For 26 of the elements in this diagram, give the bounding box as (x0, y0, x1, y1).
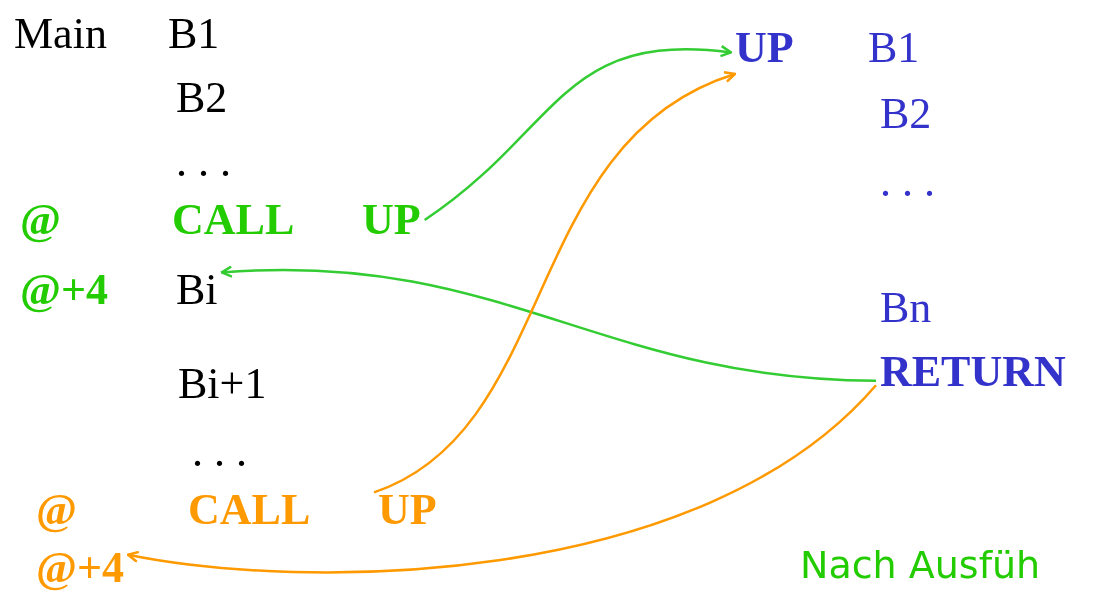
ellipsis: . . . (192, 430, 247, 474)
address-label: @ (20, 198, 61, 242)
return-address: @+4 (36, 546, 124, 590)
instruction: B2 (176, 76, 228, 120)
curved-arrow (423, 45, 733, 221)
instruction: Bn (880, 286, 932, 330)
curved-arrow (373, 72, 737, 494)
instruction: Bi (176, 268, 218, 312)
ellipsis: . . . (880, 160, 935, 204)
instruction: B1 (868, 26, 920, 70)
call-instruction: CALL (172, 198, 295, 242)
return-instruction: RETURN (880, 350, 1066, 394)
return-address: @+4 (20, 268, 108, 312)
call-target: UP (378, 488, 437, 532)
note-text: Nach Ausfüh (800, 546, 1041, 584)
call-instruction: CALL (188, 488, 311, 532)
instruction: B1 (168, 12, 220, 56)
call-target: UP (362, 198, 421, 242)
instruction: Bi+1 (178, 362, 267, 406)
curved-arrow (220, 265, 877, 383)
program-name: Main (14, 12, 107, 56)
procedure-name: UP (735, 26, 794, 70)
curved-arrow (126, 384, 877, 574)
ellipsis: . . . (176, 140, 231, 184)
address-label: @ (36, 488, 77, 532)
instruction: B2 (880, 92, 932, 136)
